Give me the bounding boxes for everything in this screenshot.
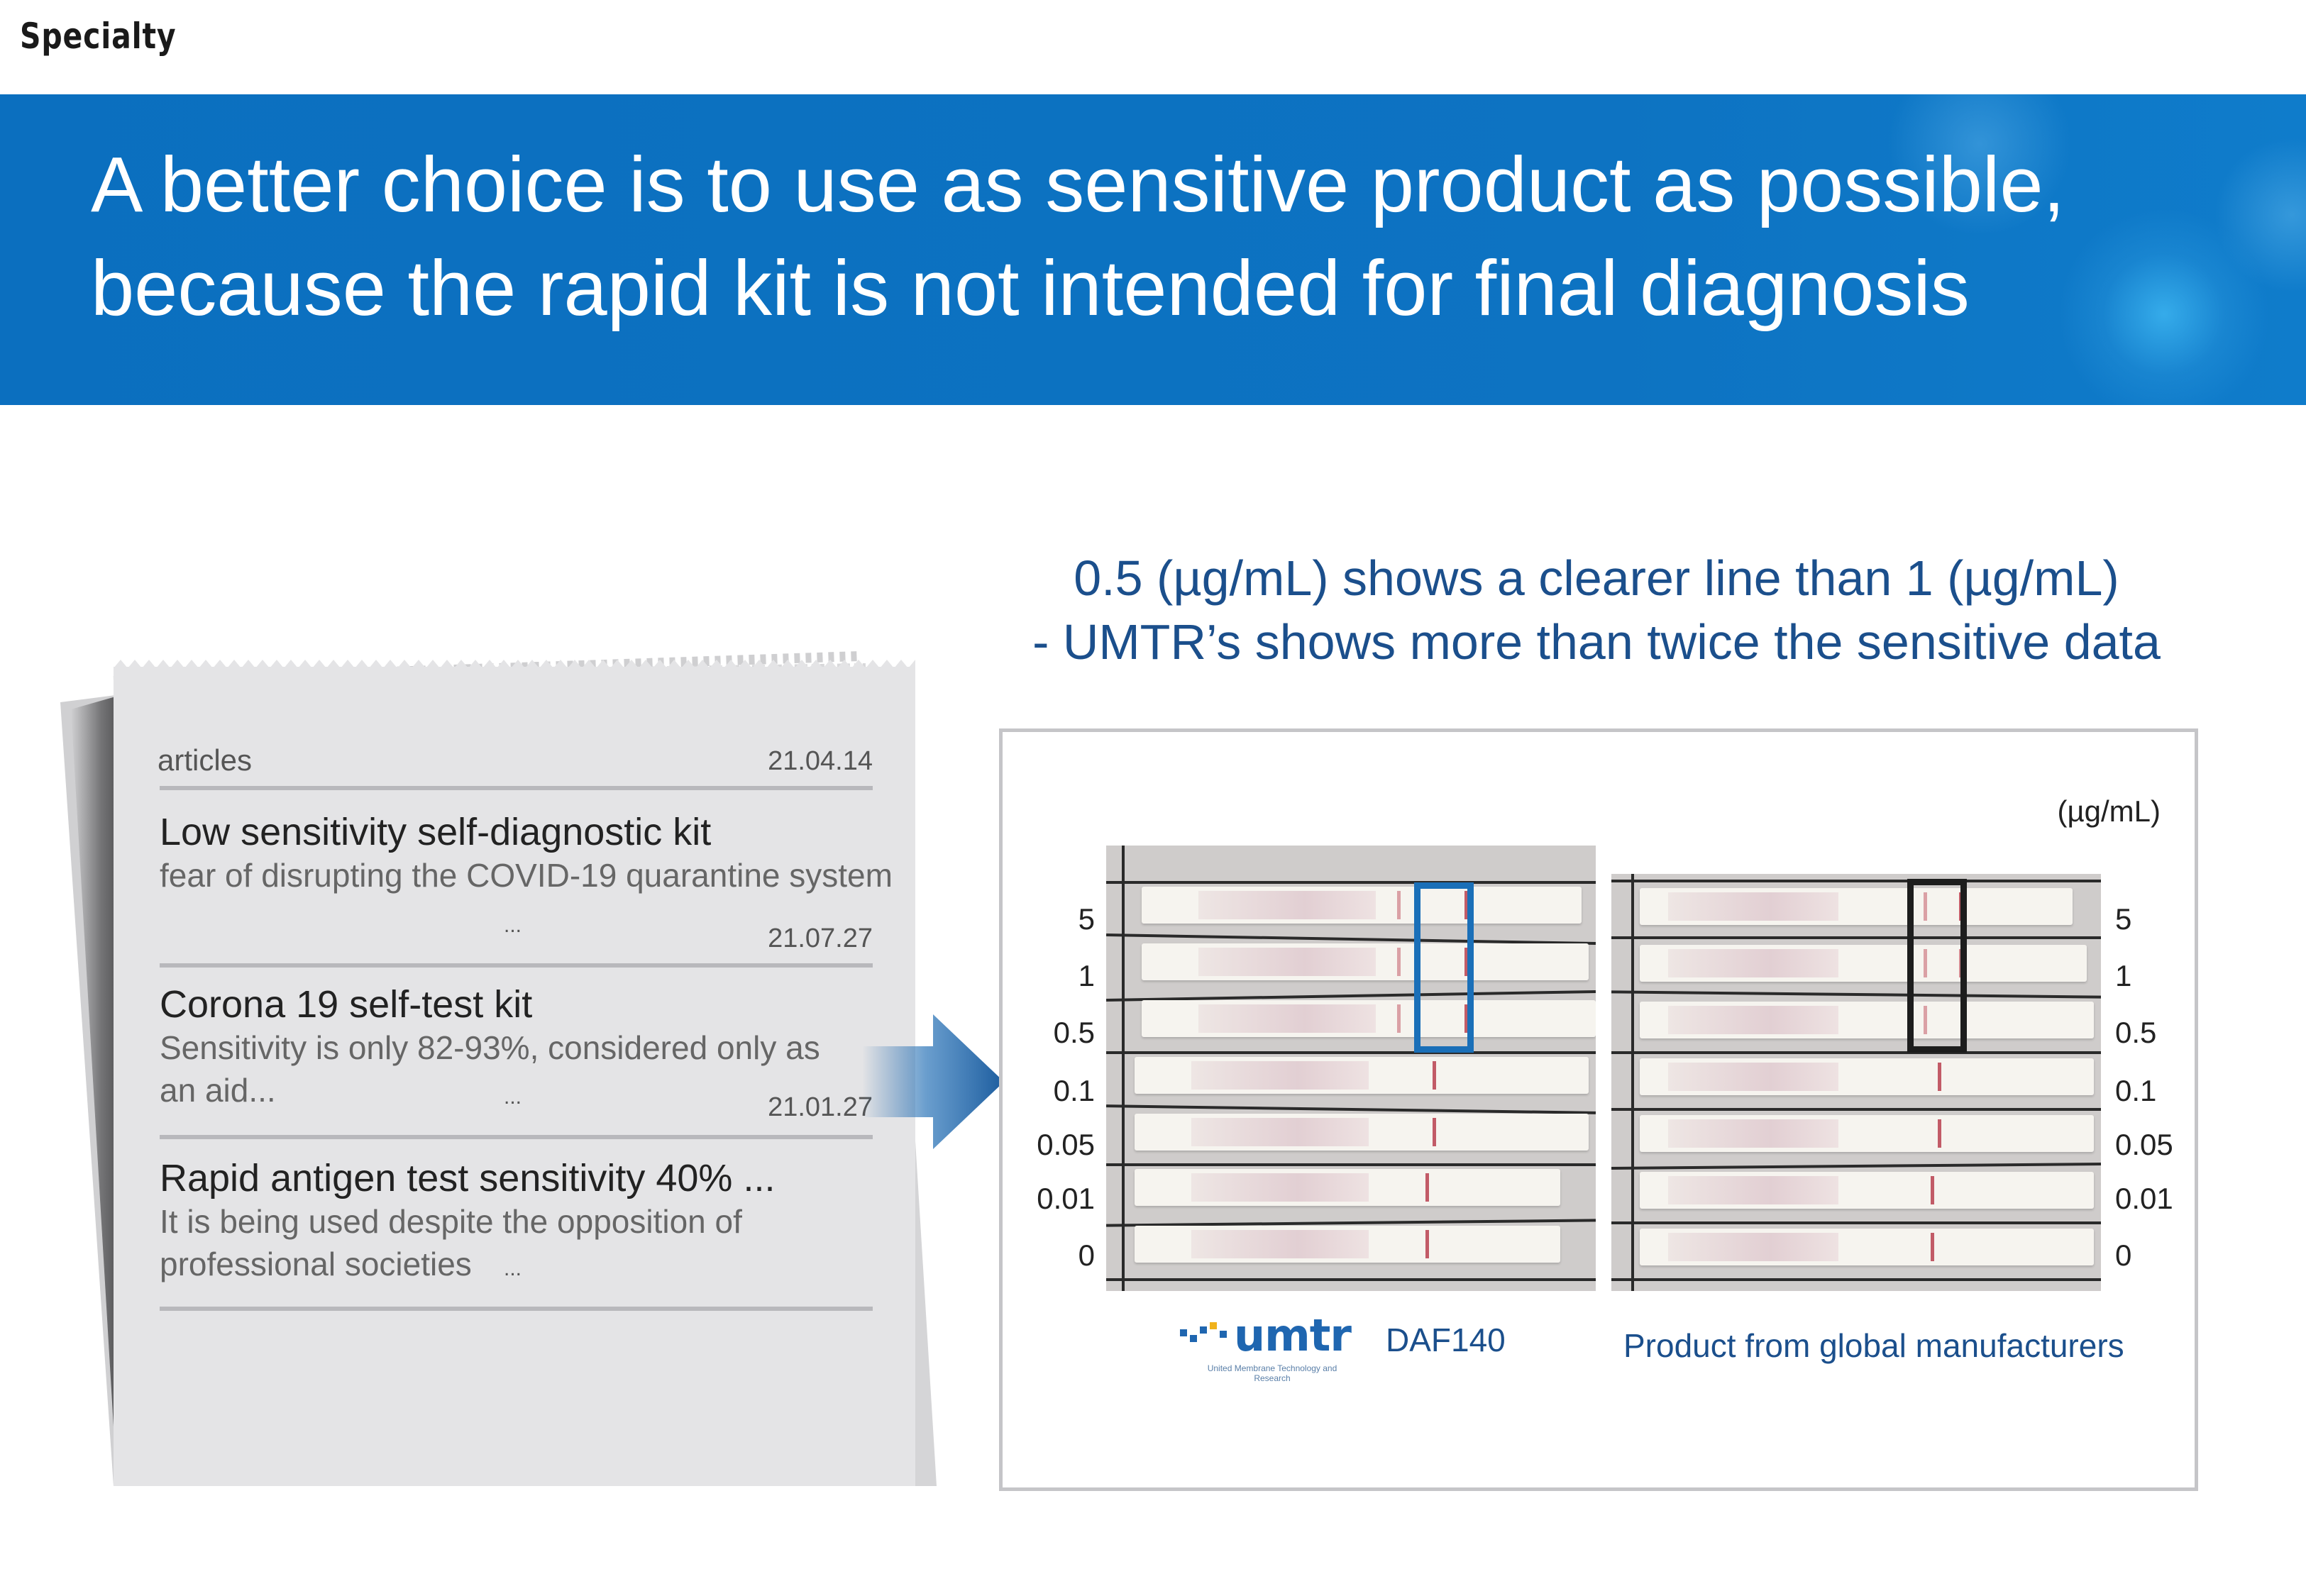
divider [160, 1135, 873, 1139]
article-desc: fear of disrupting the COVID-19 quaranti… [160, 857, 893, 894]
article-title: Rapid antigen test sensitivity 40% ... [160, 1157, 776, 1199]
concentration-label: 0.01 [1037, 1182, 1095, 1215]
concentration-label: 0.5 [2115, 1016, 2157, 1049]
concentration-label: 0.01 [2115, 1182, 2173, 1215]
product-label-daf140: DAF140 [1386, 1321, 1506, 1358]
concentration-label: 0.05 [2115, 1128, 2173, 1161]
headline-line-2: because the rapid kit is not intended fo… [91, 245, 1970, 332]
global-highlight-box [1907, 879, 1967, 1053]
umtr-logo-mark-icon [1180, 1322, 1227, 1342]
article-date: 21.04.14 [768, 746, 873, 776]
subtitle-line-2: - UMTR’s shows more than twice the sensi… [1032, 614, 2161, 670]
concentration-label: 1 [2115, 959, 2132, 992]
article-item[interactable]: Rapid antigen test sensitivity 40% ... I… [160, 1156, 873, 1285]
concentration-label: 1 [1078, 959, 1095, 992]
divider [160, 963, 873, 968]
concentration-label: 0 [1078, 1238, 1095, 1272]
divider [160, 1307, 873, 1311]
divider [160, 786, 873, 790]
product-label-global: Product from global manufacturers [1623, 1327, 2124, 1364]
article-item[interactable]: Corona 19 self-test kit Sensitivity is o… [160, 982, 873, 1112]
concentration-label: 0 [2115, 1238, 2132, 1272]
headline-line-1: A better choice is to use as sensitive p… [91, 141, 2065, 228]
article-date: 21.07.27 [768, 924, 873, 953]
article-desc: Sensitivity is only 82-93%, considered o… [160, 1029, 820, 1109]
umtr-logo-subtext: United Membrane Technology and Research [1207, 1363, 1337, 1383]
concentration-label: 0.1 [1053, 1074, 1095, 1107]
umtr-logo-text: umtr [1234, 1309, 1352, 1361]
headline: A better choice is to use as sensitive p… [91, 133, 2065, 340]
global-test-strips-photo [1611, 874, 2101, 1291]
article-item[interactable]: Low sensitivity self-diagnostic kit fear… [160, 810, 893, 897]
test-results-panel: (µg/mL) 5 1 0.5 0.1 0.05 0.01 0 [999, 728, 2198, 1491]
article-title: Corona 19 self-test kit [160, 983, 533, 1026]
article-ellipsis: ... [504, 1085, 522, 1109]
concentration-label: 0.5 [1053, 1016, 1095, 1049]
article-ellipsis: ... [504, 1257, 522, 1280]
articles-heading: articles [158, 743, 253, 777]
article-desc: It is being used despite the opposition … [160, 1203, 742, 1282]
article-title: Low sensitivity self-diagnostic kit [160, 811, 712, 853]
comparison-subtitle: 0.5 (µg/mL) shows a clearer line than 1 … [851, 546, 2306, 674]
article-ellipsis: ... [504, 914, 522, 937]
headline-banner: A better choice is to use as sensitive p… [0, 94, 2306, 405]
umtr-highlight-box [1414, 882, 1474, 1053]
arrow-right-icon [862, 1014, 1004, 1149]
unit-label: (µg/mL) [2057, 794, 2161, 828]
paper-zigzag-edge [114, 660, 915, 668]
concentration-label: 5 [2115, 902, 2132, 936]
concentration-label: 5 [1078, 902, 1095, 936]
umtr-test-strips-photo [1106, 846, 1596, 1291]
section-label: Specialty [20, 16, 177, 57]
concentration-label: 0.05 [1037, 1128, 1095, 1161]
articles-panel: articles 21.04.14 Low sensitivity self-d… [114, 660, 915, 1486]
concentration-label: 0.1 [2115, 1074, 2157, 1107]
subtitle-line-1: 0.5 (µg/mL) shows a clearer line than 1 … [1074, 550, 2119, 606]
article-date: 21.01.27 [768, 1092, 873, 1122]
